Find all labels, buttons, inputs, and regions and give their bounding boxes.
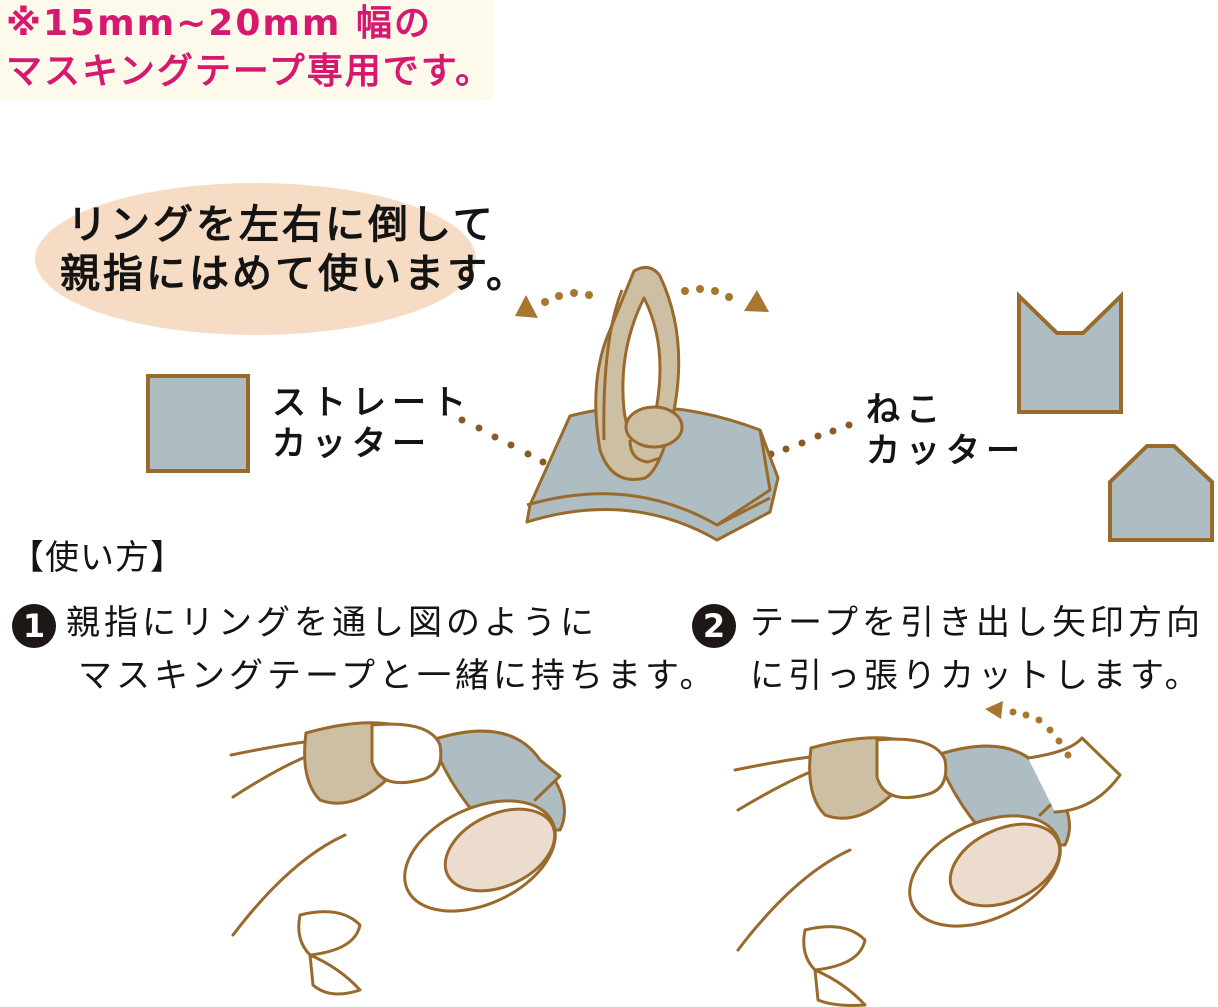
step-1-line-2: マスキングテープと一緒に持ちます。: [78, 656, 718, 696]
straight-connector-dots: [458, 416, 547, 466]
pull-direction-arrow-icon: [985, 701, 1072, 759]
bubble-line-1: リングを左右に倒して: [67, 202, 496, 248]
step1-hand-illustration: [229, 721, 566, 996]
cat-cutter-label-line-1: ねこ: [866, 390, 946, 430]
step-number-badge: 1: [12, 604, 56, 648]
step-number-badge: 2: [692, 604, 736, 648]
cat-cutter-shape-icon: [1017, 291, 1123, 414]
ring-cutter-device: [525, 265, 780, 542]
straight-cutter-label-line-2: カッター: [272, 424, 432, 465]
notice-line-1: ※15mm~20mm 幅の: [6, 3, 432, 44]
straight-cutter-label-line-1: ストレート: [272, 383, 472, 423]
bubble-line-2: 親指にはめて使います。: [60, 251, 529, 297]
step-2-line-1: テープを引き出し矢印方向: [750, 603, 1204, 643]
swing-arrows-icon: [515, 285, 769, 318]
usage-heading: 【使い方】: [10, 538, 185, 578]
cat-cutter-label-line-2: カッター: [866, 431, 1026, 472]
straight-cutter-shape-icon: [146, 374, 250, 473]
cat-cutter-label: ねこ カッター: [866, 390, 1026, 473]
instruction-bubble: リングを左右に倒して 親指にはめて使います。: [35, 183, 526, 335]
step-1-line-1: 親指にリングを通し図のように: [66, 603, 598, 643]
notice-line-2: マスキングテープ専用です。: [6, 51, 494, 92]
step-2-line-2: に引っ張りカットします。: [750, 656, 1203, 696]
pentagon-cutter-shape-icon: [1108, 444, 1214, 542]
straight-cutter-label: ストレート カッター: [272, 383, 472, 466]
step2-hand-illustration: [733, 736, 1122, 1007]
cat-connector-dots: [767, 421, 853, 458]
tape-width-notice: ※15mm~20mm 幅の マスキングテープ専用です。: [0, 0, 493, 100]
